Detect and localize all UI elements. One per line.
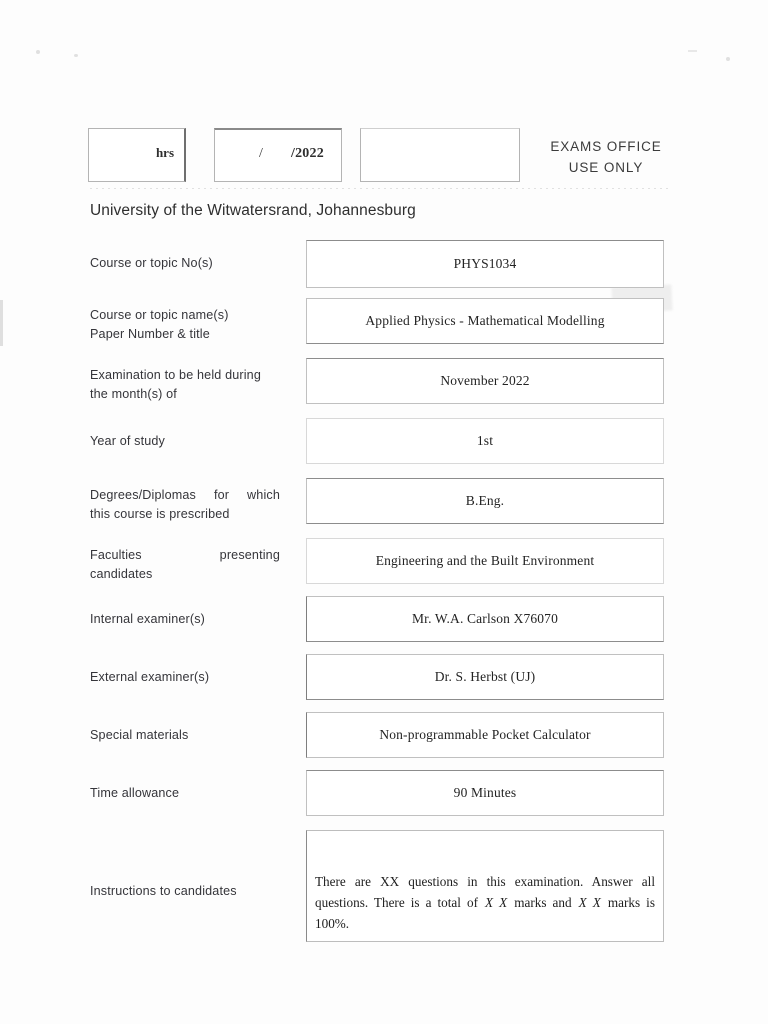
date-separator-slash: / bbox=[259, 146, 263, 161]
scan-edge-artifact bbox=[0, 300, 3, 346]
value-instructions[interactable]: There are XX questions in this examinati… bbox=[306, 830, 664, 942]
label-course-name-line-1: Course or topic name(s) bbox=[90, 308, 229, 322]
label-time-allowance: Time allowance bbox=[90, 786, 180, 800]
instructions-part-2: marks and bbox=[508, 895, 578, 910]
date-year-label: /2022 bbox=[291, 146, 324, 161]
value-faculties[interactable]: Engineering and the Built Environment bbox=[306, 538, 664, 584]
label-instructions: Instructions to candidates bbox=[90, 884, 237, 898]
value-external-examiner[interactable]: Dr. S. Herbst (UJ) bbox=[306, 654, 664, 700]
label-course-name: Course or topic name(s) Paper Number & t… bbox=[90, 306, 280, 344]
exams-office-line-1: EXAMS OFFICE bbox=[550, 139, 662, 154]
value-course-number[interactable]: PHYS1034 bbox=[306, 240, 664, 288]
scan-speck bbox=[726, 57, 730, 61]
instructions-marks-variable-2: X X bbox=[578, 895, 601, 910]
exams-office-line-2: USE ONLY bbox=[568, 160, 644, 175]
form-row-year-of-study: Year of study 1st bbox=[0, 418, 768, 478]
value-internal-examiner[interactable]: Mr. W.A. Carlson X76070 bbox=[306, 596, 664, 642]
label-exam-month-line-2: the month(s) of bbox=[90, 387, 177, 401]
value-exam-month[interactable]: November 2022 bbox=[306, 358, 664, 404]
form-row-exam-month: Examination to be held during the month(… bbox=[0, 358, 768, 418]
label-faculties-line-2: candidates bbox=[90, 567, 153, 581]
label-faculties: Faculties presenting candidates bbox=[90, 546, 280, 584]
scan-speck bbox=[74, 54, 78, 57]
form-row-time-allowance: Time allowance 90 Minutes bbox=[0, 770, 768, 830]
form-row-course-name: Course or topic name(s) Paper Number & t… bbox=[0, 298, 768, 358]
label-exam-month-line-1: Examination to be held during bbox=[90, 368, 261, 382]
hours-unit-label: hrs bbox=[155, 145, 174, 160]
scan-speck bbox=[688, 50, 697, 52]
scan-speck bbox=[36, 50, 40, 54]
form-row-degrees: Degrees/Diplomas for which this course i… bbox=[0, 478, 768, 538]
instructions-marks-variable-1: X X bbox=[485, 895, 508, 910]
form-row-special-materials: Special materials Non-programmable Pocke… bbox=[0, 712, 768, 770]
value-time-allowance[interactable]: 90 Minutes bbox=[306, 770, 664, 816]
value-special-materials[interactable]: Non-programmable Pocket Calculator bbox=[306, 712, 664, 758]
date-field-box[interactable]: / /2022 bbox=[214, 128, 342, 182]
form-row-instructions: Instructions to candidates There are XX … bbox=[0, 830, 768, 950]
form-row-faculties: Faculties presenting candidates Engineer… bbox=[0, 538, 768, 596]
exam-details-form: Course or topic No(s) PHYS1034 Course or… bbox=[0, 240, 768, 950]
instructions-text: There are XX questions in this examinati… bbox=[315, 871, 655, 934]
label-course-name-line-2: Paper Number & title bbox=[90, 327, 210, 341]
label-degrees-line-2: this course is prescribed bbox=[90, 507, 230, 521]
hours-field-box[interactable]: hrs bbox=[88, 128, 186, 182]
value-course-name[interactable]: Applied Physics - Mathematical Modelling bbox=[306, 298, 664, 344]
instructions-part-1: There are XX questions in this examinati… bbox=[315, 874, 655, 910]
value-degrees[interactable]: B.Eng. bbox=[306, 478, 664, 524]
label-exam-month: Examination to be held during the month(… bbox=[90, 366, 280, 404]
university-name: University of the Witwatersrand, Johanne… bbox=[90, 202, 416, 219]
exams-office-use-only-notice: EXAMS OFFICE USE ONLY bbox=[540, 136, 672, 178]
form-row-course-number: Course or topic No(s) PHYS1034 bbox=[0, 240, 768, 298]
label-year-of-study: Year of study bbox=[90, 434, 165, 448]
label-external-examiner: External examiner(s) bbox=[90, 670, 210, 684]
dotted-separator-rule bbox=[88, 188, 672, 189]
exams-office-header-strip: hrs / /2022 EXAMS OFFICE USE ONLY bbox=[88, 128, 672, 184]
label-degrees: Degrees/Diplomas for which this course i… bbox=[90, 486, 280, 524]
label-internal-examiner: Internal examiner(s) bbox=[90, 612, 205, 626]
label-special-materials: Special materials bbox=[90, 728, 189, 742]
blank-office-field-box[interactable] bbox=[360, 128, 520, 182]
label-degrees-line-1: Degrees/Diplomas for which bbox=[90, 488, 280, 502]
form-row-external-examiner: External examiner(s) Dr. S. Herbst (UJ) bbox=[0, 654, 768, 712]
instructions-part-3: marks is 100%. bbox=[315, 895, 655, 931]
label-course-number: Course or topic No(s) bbox=[90, 256, 213, 270]
form-row-internal-examiner: Internal examiner(s) Mr. W.A. Carlson X7… bbox=[0, 596, 768, 654]
value-year-of-study[interactable]: 1st bbox=[306, 418, 664, 464]
label-faculties-line-1: Faculties presenting bbox=[90, 548, 280, 562]
